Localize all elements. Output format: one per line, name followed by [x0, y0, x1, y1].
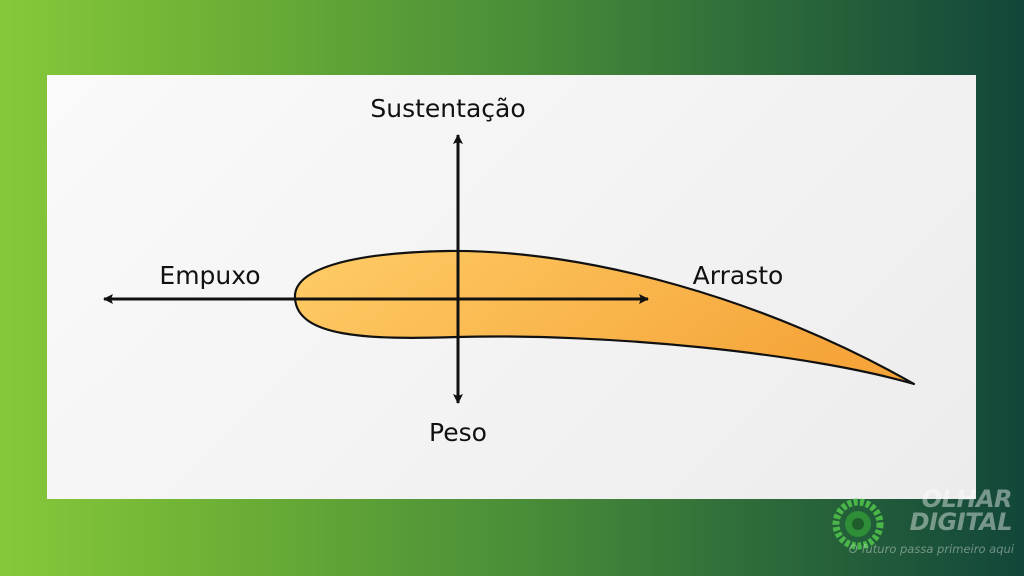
- watermark-tagline: O futuro passa primeiro aqui: [848, 542, 1014, 556]
- thrust-label: Empuxo: [159, 261, 260, 290]
- diagram-panel: Sustentação Empuxo Arrasto Peso: [47, 75, 976, 499]
- watermark-brand-line1: OLHAR: [921, 485, 1013, 513]
- watermark-brand: OLHAR DIGITAL: [878, 485, 1013, 538]
- weight-label: Peso: [429, 418, 487, 447]
- airfoil-forces-diagram: Sustentação Empuxo Arrasto Peso: [103, 94, 916, 447]
- green-eye-logo-icon: [832, 498, 884, 550]
- lift-label: Sustentação: [370, 94, 525, 123]
- drag-label: Arrasto: [693, 261, 784, 290]
- watermark: OLHAR DIGITAL O futuro passa primeiro aq…: [832, 486, 1017, 566]
- airfoil-shape: [293, 249, 916, 386]
- watermark-brand-line2: DIGITAL: [909, 508, 1013, 536]
